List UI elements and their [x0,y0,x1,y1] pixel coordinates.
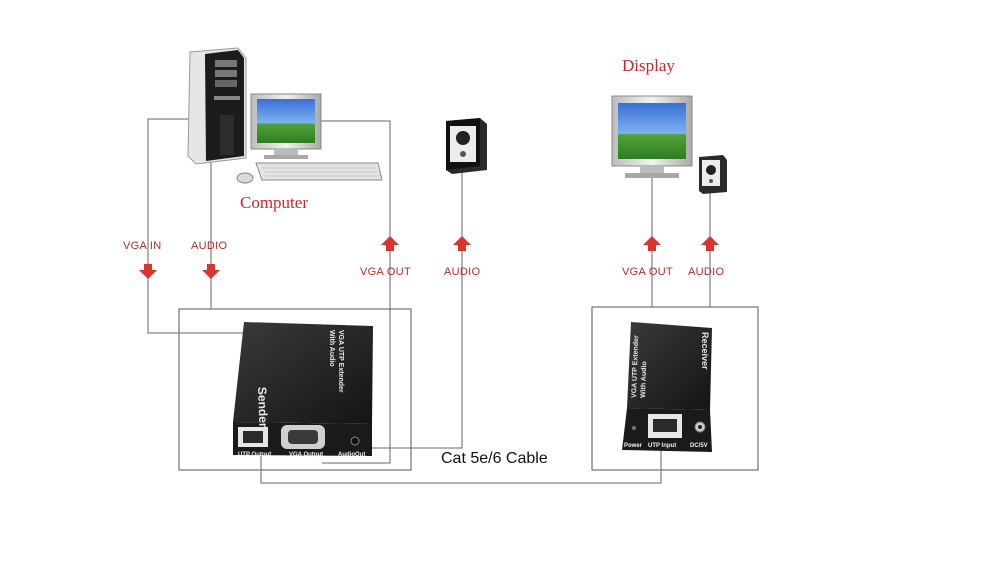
receiver-device: Receiver VGA UTP Extender With Audio Pow… [622,322,712,452]
receiver-power-led [632,426,636,430]
sender-port-utp-label: UTP Output [238,452,271,458]
cable-label: Cat 5e/6 Cable [441,450,548,467]
vga-in-label: VGA IN [123,240,162,252]
receiver-port-power-label: Power [624,443,643,449]
sender-device: Sender VGA UTP Extender With Audio UTP O… [233,322,373,458]
vga-out-line [320,120,391,464]
audio-sender-label: AUDIO [444,266,481,278]
sender-frame [178,308,412,471]
display-label: Display [622,56,675,75]
sender-port-vga-label: VGA Output [289,452,323,458]
audio-out-arrow [453,236,471,251]
audio-in-label: AUDIO [191,240,228,252]
vga-out-receiver-label: VGA OUT [622,266,673,278]
vga-out-sender-label: VGA OUT [360,266,411,278]
computer-label: Computer [240,193,308,212]
sender-side-label: Sender [255,387,270,428]
receiver-frame [591,306,759,471]
computer-keyboard [236,162,383,184]
receiver-side-label: Receiver [700,332,710,370]
vga-in-arrow [139,264,157,279]
receiver-top-line2: With Audio [640,361,648,398]
sender-top-line1: VGA UTP Extender [337,330,344,393]
sender-top-line2: With Audio [328,330,335,367]
receiver-audio-arrow [701,236,719,251]
receiver-vga-arrow [643,236,661,251]
computer-monitor [250,93,322,159]
receiver-port-utp-label: UTP Input [648,443,676,449]
speaker-left [446,118,487,174]
arrows [139,236,719,279]
sender-port-audio-label: AudioOut [338,452,365,458]
speaker-right [699,155,727,194]
vga-out-arrow [381,236,399,251]
audio-in-arrow [202,264,220,279]
audio-out-line [354,172,463,449]
display-monitor [611,95,693,178]
computer-tower [187,47,247,165]
vga-in-line [147,118,250,334]
audio-receiver-label: AUDIO [688,266,725,278]
receiver-port-dc-label: DC/5V [690,443,708,449]
cat-cable-line [260,447,662,484]
sender-audio-port [350,436,360,446]
receiver-top-line1: VGA UTP Extender [631,335,640,398]
connection-lines [147,118,711,484]
